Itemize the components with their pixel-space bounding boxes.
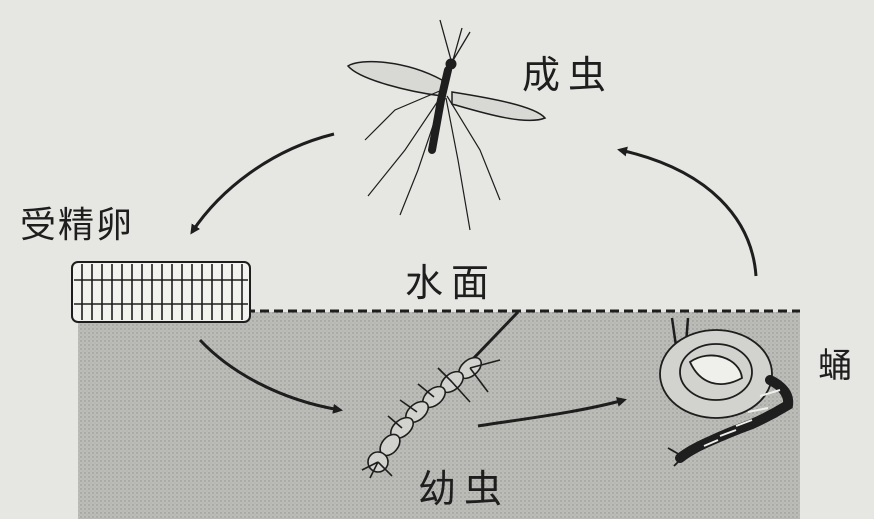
label-larva: 幼虫 (418, 458, 510, 513)
label-fertilized-egg: 受精卵 (20, 196, 134, 248)
egg-raft (72, 262, 250, 322)
label-pupa: 蛹 (818, 338, 860, 387)
arrow-pupa-to-adult (620, 150, 756, 276)
label-water-surface: 水面 (405, 252, 497, 307)
label-adult: 成虫 (522, 44, 614, 99)
arrow-adult-to-egg (192, 134, 334, 232)
adult-mosquito (348, 20, 545, 230)
